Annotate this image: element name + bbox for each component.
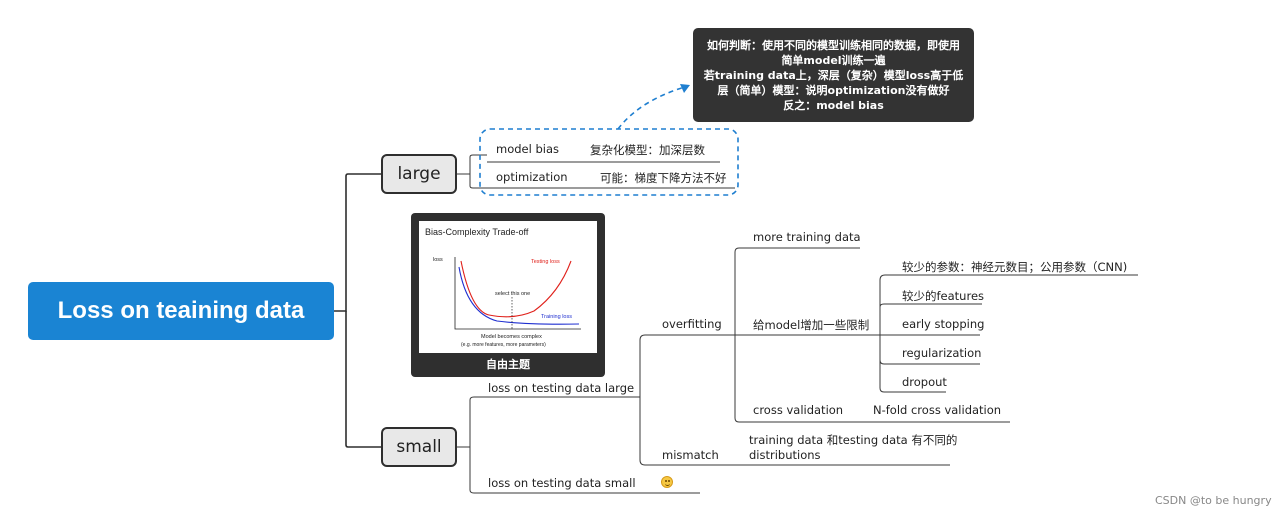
topic-model-bias[interactable]: model bias	[496, 142, 559, 156]
topic-overfitting[interactable]: overfitting	[662, 317, 722, 331]
plot-axes	[454, 257, 581, 330]
training-loss-label: Training loss	[541, 314, 572, 320]
tradeoff-plot: Bias-Complexity Trade-off loss Testing l…	[425, 227, 581, 348]
tradeoff-image: Bias-Complexity Trade-off loss Testing l…	[419, 221, 597, 353]
constraint-early-stopping[interactable]: early stopping	[902, 317, 985, 331]
topic-optimization[interactable]: optimization	[496, 170, 568, 184]
callout-line: 如何判断：使用不同的模型训练相同的数据，即使用	[707, 39, 960, 52]
image-caption: 自由主题	[486, 358, 530, 371]
plot-ylabel: loss	[433, 257, 443, 263]
note-optimization[interactable]: 可能：梯度下降方法不好	[600, 171, 727, 185]
root-topic[interactable]: Loss on teaining data	[28, 282, 334, 340]
branch-small[interactable]: small	[381, 427, 457, 467]
constraint-fewer-params[interactable]: 较少的参数：神经元数目；公用参数（CNN)	[902, 260, 1128, 274]
topic-testing-small[interactable]: loss on testing data small	[488, 476, 636, 490]
testing-loss-label: Testing loss	[531, 259, 560, 265]
smiley-icon	[661, 476, 673, 488]
mismatch-note-line-2[interactable]: distributions	[749, 448, 821, 462]
topic-cross-validation[interactable]: cross validation	[753, 403, 844, 417]
callout-line: 若training data上，深层（复杂）模型loss高于低	[703, 69, 964, 82]
callout-line: 反之：model bias	[783, 99, 884, 112]
topic-more-training-data[interactable]: more training data	[753, 230, 861, 244]
topic-mismatch[interactable]: mismatch	[662, 448, 719, 462]
topic-testing-large[interactable]: loss on testing data large	[488, 381, 635, 395]
topic-nfold[interactable]: N-fold cross validation	[873, 403, 1002, 417]
callout-note[interactable]: 如何判断：使用不同的模型训练相同的数据，即使用 简单model训练一遍 若tra…	[693, 28, 974, 122]
plot-xlabel-2: (e.g. more features, more parameters)	[461, 342, 546, 348]
plot-title: Bias-Complexity Trade-off	[425, 227, 529, 237]
plot-xlabel: Model becomes complex	[481, 334, 542, 340]
note-model-bias[interactable]: 复杂化模型：加深层数	[590, 143, 705, 157]
callout-line: 简单model训练一遍	[781, 54, 886, 67]
topic-add-constraints[interactable]: 给model增加一些限制	[753, 318, 870, 332]
constraint-dropout[interactable]: dropout	[902, 375, 947, 389]
constraint-regularization[interactable]: regularization	[902, 346, 982, 360]
watermark: CSDN @to be hungry	[1155, 494, 1272, 507]
callout-line: 层（简单）模型：说明optimization没有做好	[717, 84, 950, 97]
testing-loss-curve	[460, 260, 572, 318]
select-label: select this one	[495, 291, 530, 297]
constraint-fewer-features[interactable]: 较少的features	[902, 289, 985, 303]
image-topic-card[interactable]: Bias-Complexity Trade-off loss Testing l…	[411, 213, 605, 377]
branch-large[interactable]: large	[381, 154, 457, 194]
training-loss-curve	[458, 266, 580, 325]
mismatch-note-line-1[interactable]: training data 和testing data 有不同的	[749, 433, 958, 447]
